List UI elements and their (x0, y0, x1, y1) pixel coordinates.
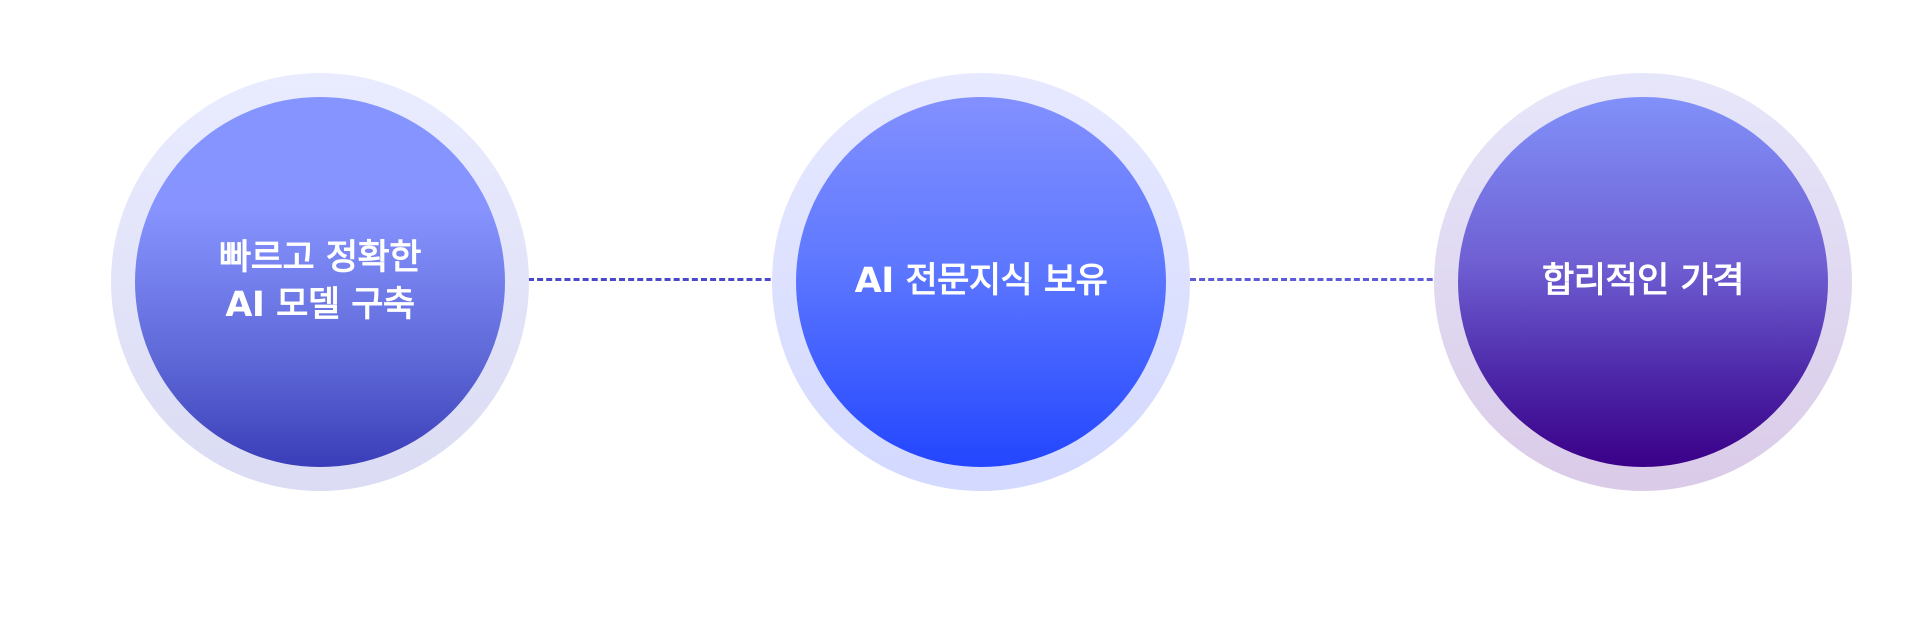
dotted-connector-left (528, 278, 798, 281)
feature-label: 합리적인 가격 (1542, 261, 1744, 302)
feature-circle-reasonable-price: 합리적인 가격 (1434, 73, 1852, 491)
feature-circle-inner: AI 전문지식 보유 (796, 97, 1166, 467)
dotted-connector-right (1190, 278, 1460, 281)
feature-circle-ai-expertise: AI 전문지식 보유 (772, 73, 1190, 491)
feature-circle-fast-accurate-model: 빠르고 정확한 AI 모델 구축 (111, 73, 529, 491)
feature-label: AI 전문지식 보유 (854, 261, 1108, 302)
feature-circle-inner: 빠르고 정확한 AI 모델 구축 (135, 97, 505, 467)
feature-label: 빠르고 정확한 AI 모델 구축 (219, 237, 421, 325)
feature-circle-inner: 합리적인 가격 (1458, 97, 1828, 467)
